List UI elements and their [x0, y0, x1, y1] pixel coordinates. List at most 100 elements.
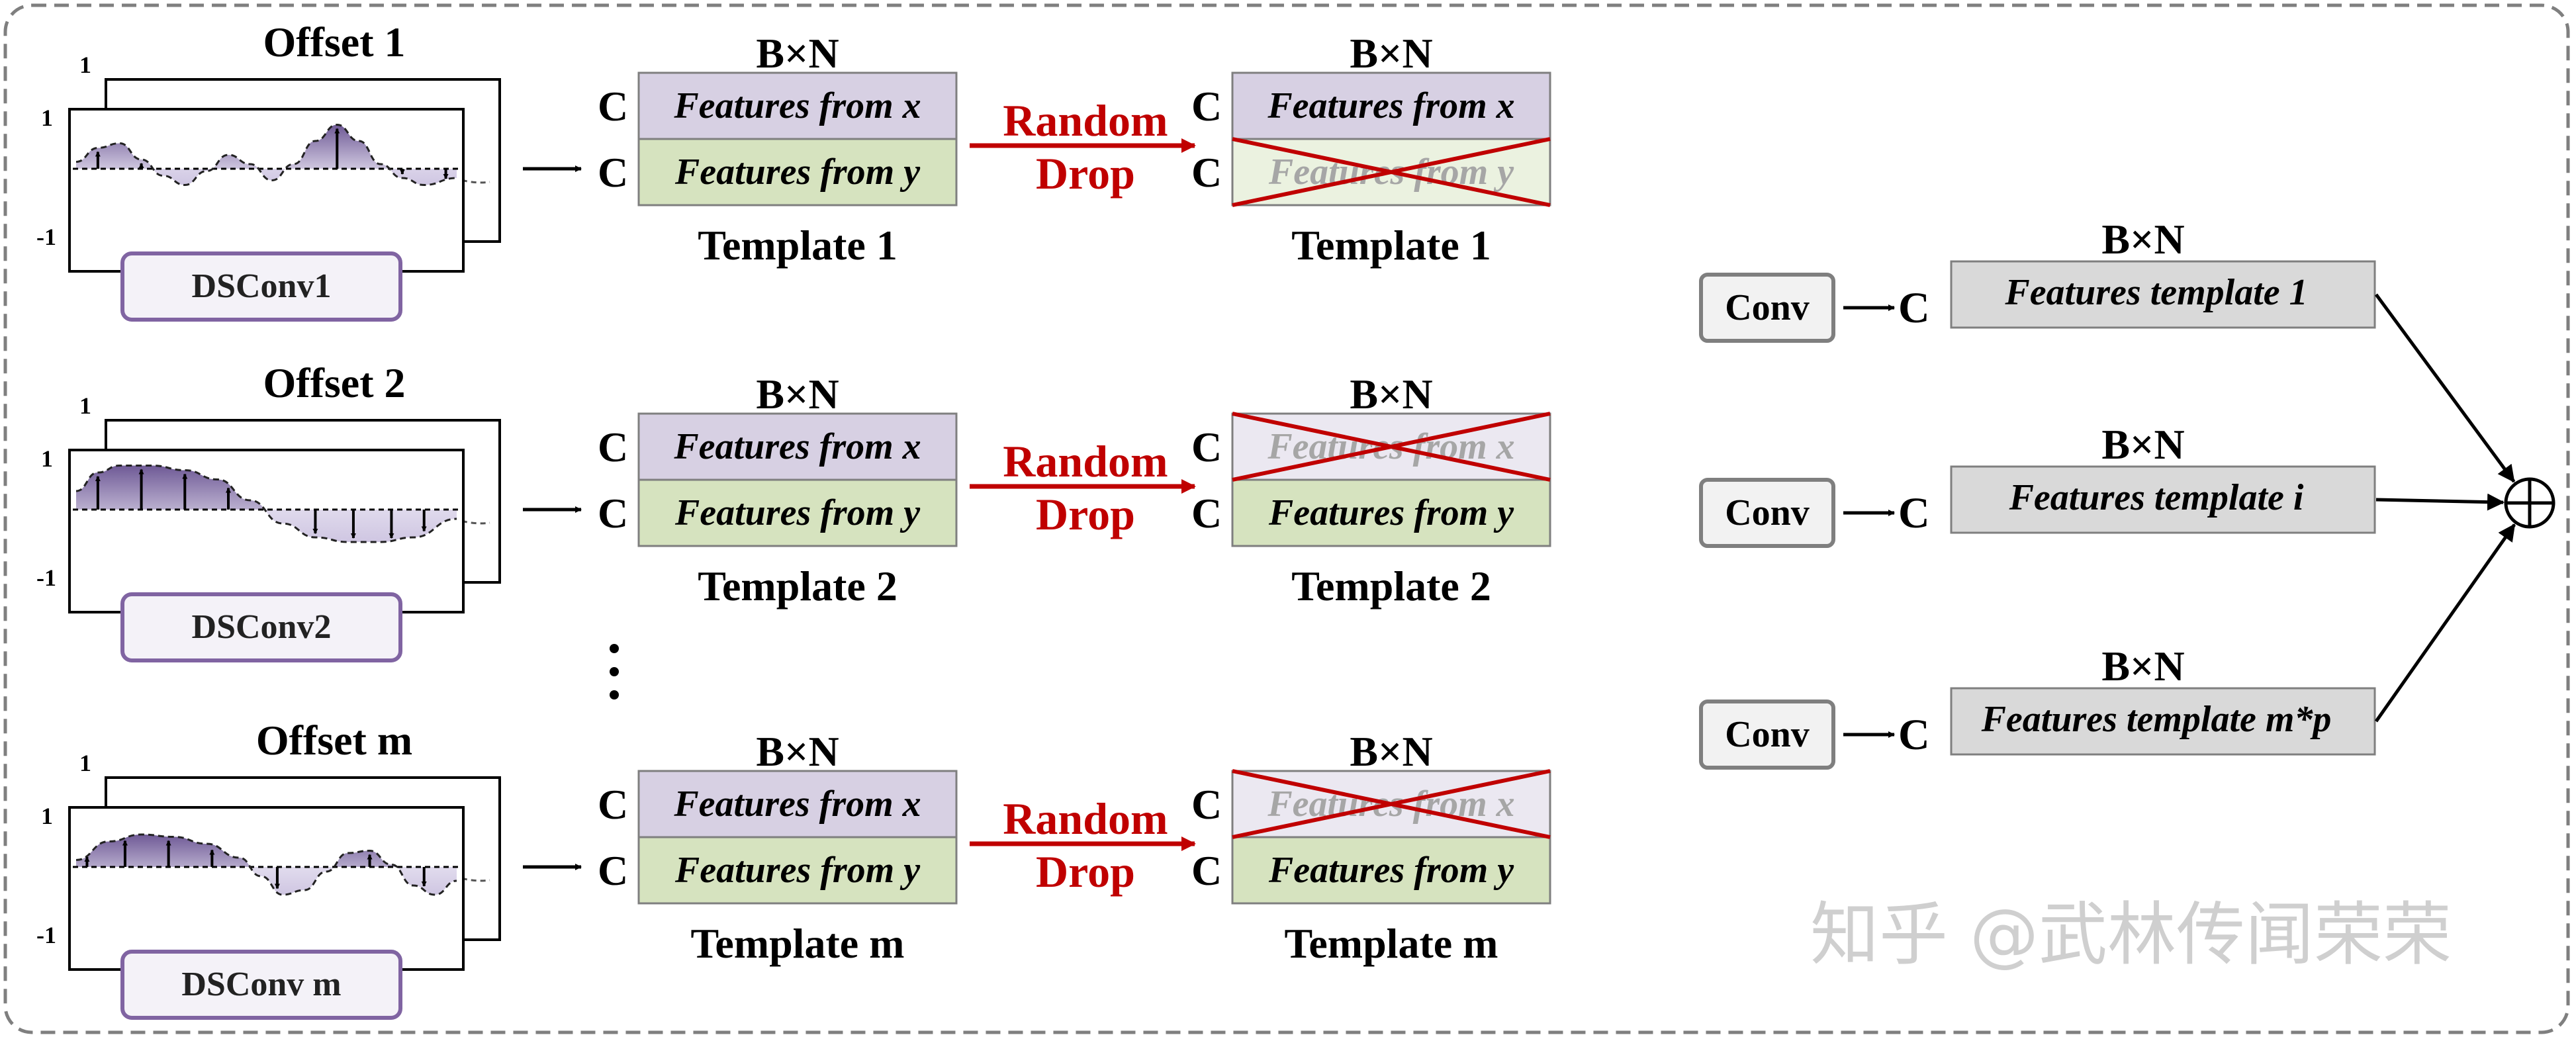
feature-template-label: Features template m*p: [1981, 699, 2332, 740]
feature-y-label: Features from y: [674, 152, 921, 193]
bxn-label: B×N: [756, 371, 839, 418]
c-label: C: [1191, 847, 1222, 894]
feature-y-cell: [1231, 836, 1551, 905]
offset-label: Offset 1: [263, 19, 405, 66]
plot-back-axis-top: 1: [79, 750, 91, 776]
c-label: C: [1191, 149, 1222, 196]
fusion-row: Conv C Features template m*p B×N: [1699, 523, 2516, 770]
template-label: Template m: [1285, 920, 1498, 967]
feature-x-cell: [1231, 71, 1551, 140]
dsconv-button: [120, 950, 402, 1020]
c-label: C: [1191, 83, 1222, 130]
feature-x-label: Features from x: [673, 426, 921, 467]
c-label: C: [1191, 424, 1222, 471]
conv-label: Conv: [1725, 287, 1810, 328]
template-label: Template m: [691, 920, 905, 967]
drop-cross-line: [1232, 412, 1551, 482]
offset-curve: [75, 833, 457, 896]
c-label: C: [598, 490, 628, 537]
feature-y-label: Features from y: [1268, 850, 1514, 891]
feature-y-cell: [637, 478, 958, 547]
bxn-label: B×N: [1350, 728, 1432, 775]
c-label: C: [1898, 284, 1930, 332]
bxn-label: B×N: [756, 728, 839, 775]
offset-negative-area: [76, 867, 457, 895]
feature-y-cell: [637, 836, 958, 905]
plot-axis-bottom: -1: [36, 922, 56, 948]
conv-label: Conv: [1725, 714, 1810, 755]
drop-cross-line: [1232, 137, 1551, 207]
feature-template-label: Features template i: [2009, 477, 2304, 518]
c-label: C: [1898, 711, 1930, 759]
bxn-label: B×N: [756, 30, 839, 77]
plot-axis-bottom: -1: [36, 224, 56, 250]
c-label: C: [598, 424, 628, 471]
offset-label: Offset 2: [263, 359, 405, 406]
drop-label: Drop: [1036, 846, 1135, 897]
dsconv-label: DSConv m: [181, 966, 341, 1003]
dsconv-label: DSConv2: [192, 608, 332, 646]
fusion-arrow: [2374, 523, 2516, 723]
bxn-label: B×N: [1350, 30, 1432, 77]
vertical-ellipsis: [610, 644, 619, 700]
feature-x-label: Features from x: [673, 85, 921, 126]
offset-curve: [75, 123, 457, 187]
feature-x-label: Features from x: [1267, 85, 1514, 126]
feature-y-label: Features from y: [674, 850, 921, 891]
c-label: C: [1191, 490, 1222, 537]
c-label: C: [1898, 489, 1930, 537]
bxn-label: B×N: [1350, 371, 1432, 418]
fusion-arrow: [2374, 293, 2516, 483]
dsconv-button: [120, 592, 402, 662]
drop-label: Drop: [1036, 489, 1135, 539]
template-label: Template 1: [698, 222, 897, 269]
bxn-label: B×N: [2101, 643, 2184, 690]
c-label: C: [598, 149, 628, 196]
offset-negative-area: [76, 510, 457, 542]
c-label: C: [598, 781, 628, 828]
dsconv-label: DSConv1: [192, 267, 332, 305]
feature-template-cell: [1950, 687, 2376, 756]
plot-axis-top: 1: [41, 105, 53, 131]
plot-back-axis-top: 1: [79, 52, 91, 78]
outer-frame: [3, 3, 2570, 1034]
offset-positive-area: [76, 124, 457, 169]
random-label: Random: [1003, 793, 1168, 844]
template-label: Template 1: [1291, 222, 1491, 269]
feature-x-cell: [637, 770, 958, 838]
offset-plot-front: [68, 806, 465, 971]
feature-y-cell: [637, 138, 958, 206]
feature-x-cell: [637, 71, 958, 140]
fusion-arrow: [2375, 493, 2505, 511]
feature-template-cell: [1950, 260, 2376, 329]
feature-template-cell: [1950, 465, 2376, 534]
conv-box: [1699, 700, 1835, 770]
plot-back-axis-top: 1: [79, 392, 91, 419]
conv-box: [1699, 273, 1835, 343]
offset-curve: [75, 465, 457, 543]
conv-label: Conv: [1725, 492, 1810, 533]
drop-cross-line: [1232, 769, 1551, 839]
c-label: C: [598, 83, 628, 130]
drop-label: Drop: [1036, 148, 1135, 199]
offset-negative-area: [76, 169, 457, 185]
conv-box: [1699, 478, 1835, 548]
random-label: Random: [1003, 436, 1168, 486]
feature-y-cell: [1231, 478, 1551, 547]
feature-y-label: Features from y: [1268, 492, 1514, 533]
bxn-label: B×N: [2101, 421, 2184, 468]
watermark: 知乎 @武林传闻荣荣: [1810, 894, 2452, 975]
offset-positive-area: [76, 465, 457, 510]
